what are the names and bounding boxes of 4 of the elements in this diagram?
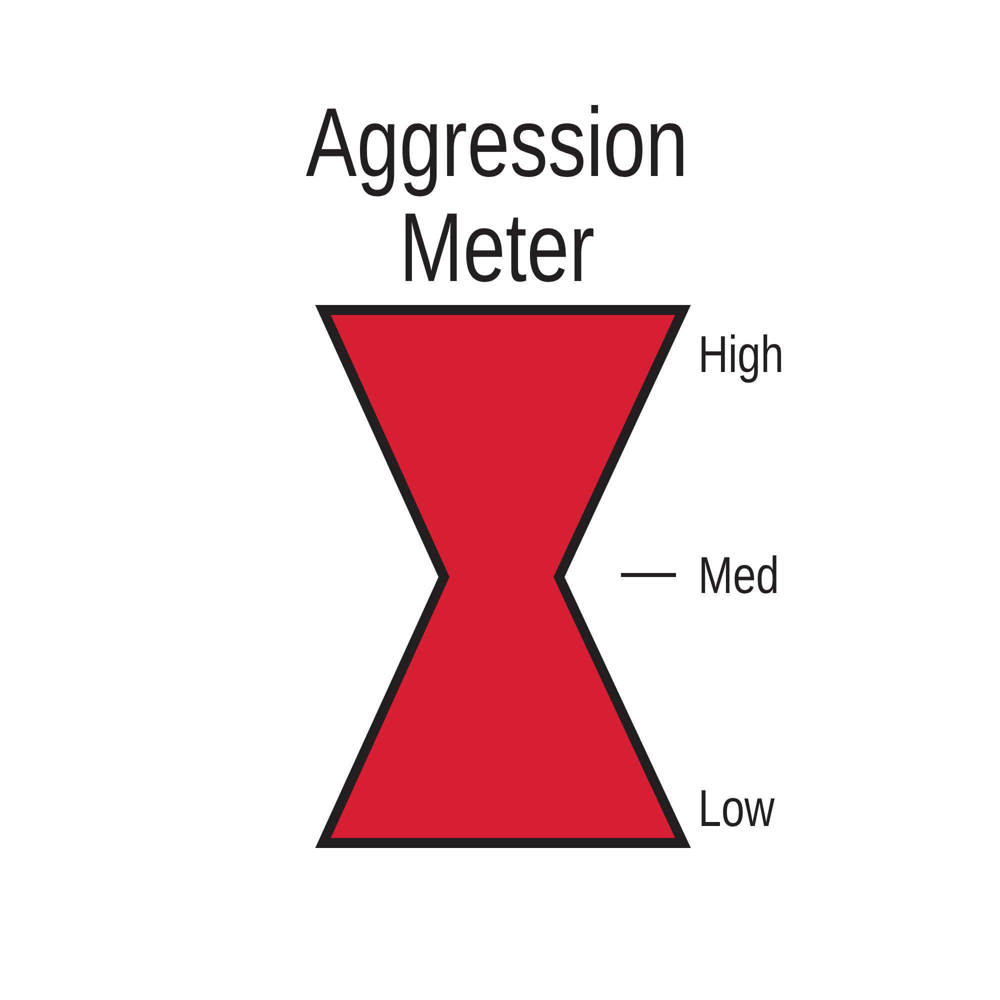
title: Aggression Meter (306, 104, 684, 282)
scale-label: High (702, 334, 782, 383)
scale-label: Med (702, 555, 776, 594)
scale-label: Low (702, 790, 775, 826)
